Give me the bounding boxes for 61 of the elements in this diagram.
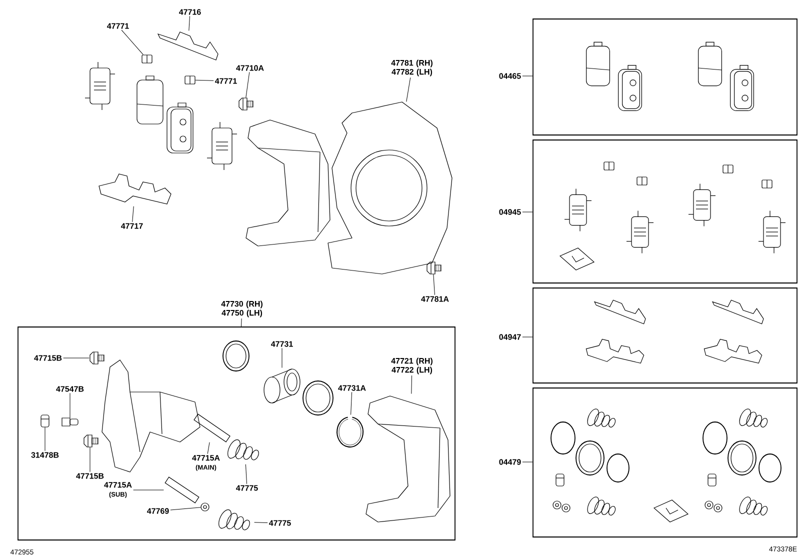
cap-drawing: [40, 414, 50, 428]
bolt-drawing: [84, 434, 98, 448]
part-number: 04945: [499, 209, 521, 215]
part-number: 04947: [499, 334, 521, 340]
boot-drawing: [228, 439, 259, 460]
leader-line: [44, 427, 46, 452]
leader-line: [246, 72, 250, 98]
washer-drawing: [200, 502, 210, 512]
part-number: 47717: [121, 223, 143, 229]
bolt-drawing: [426, 262, 442, 274]
part-number: 31478B: [31, 452, 59, 458]
part-number: 47781 (RH) 47782 (LH): [391, 60, 432, 76]
leader-line: [254, 522, 268, 523]
leader-line: [132, 206, 134, 222]
part-number: 47716: [179, 9, 201, 15]
leader-line: [188, 16, 190, 31]
part-number: 47731A: [338, 385, 366, 391]
leader-line: [170, 507, 201, 510]
part-number: 47775: [269, 520, 291, 526]
kit-box: [532, 388, 798, 538]
part-number: 47710A: [236, 65, 264, 71]
leader-line: [522, 336, 533, 338]
nut-drawing: [142, 54, 152, 64]
part-number: 04479: [499, 459, 521, 465]
nut-drawing: [184, 76, 196, 84]
leader-line: [121, 30, 144, 55]
part-number: 47730 (RH) 47750 (LH): [221, 300, 262, 318]
part-number: 47769: [147, 508, 169, 514]
part-number: 47731: [271, 341, 293, 347]
part-number: 47775: [236, 485, 258, 491]
part-number: 47715B: [34, 355, 62, 361]
part-number: 47771: [107, 23, 129, 29]
leader-line: [245, 464, 248, 484]
boot-drawing: [218, 509, 250, 530]
leader-line: [406, 77, 411, 102]
part-number: 47721 (RH) 47722 (LH): [391, 358, 432, 374]
piston-drawing: [264, 368, 300, 404]
bleeder-drawing: [62, 418, 78, 426]
part-number: 04465: [499, 73, 521, 79]
leader-line: [195, 80, 214, 81]
leader-line: [240, 318, 242, 327]
bracket-drawing: [366, 396, 450, 522]
part-number: 47715B: [76, 473, 104, 479]
bolt-drawing: [238, 98, 254, 110]
clip-drawing: [98, 174, 172, 204]
kit-box: [532, 18, 798, 136]
leader-line: [433, 274, 435, 296]
leader-line: [207, 442, 210, 454]
assembly-box: [18, 326, 456, 540]
kit-box: [532, 288, 798, 384]
pin-drawing: [194, 414, 230, 442]
bolt-drawing: [90, 352, 104, 364]
pin-drawing: [164, 476, 200, 504]
leader-line: [350, 392, 352, 415]
part-number: 47781A: [421, 296, 449, 302]
part-number: 47771: [215, 78, 237, 84]
kit-box: [532, 140, 798, 284]
leader-line: [411, 375, 412, 394]
part-number: 47547B: [56, 386, 84, 392]
dust-shield-drawing: [328, 102, 452, 274]
ring-drawing: [336, 416, 364, 448]
